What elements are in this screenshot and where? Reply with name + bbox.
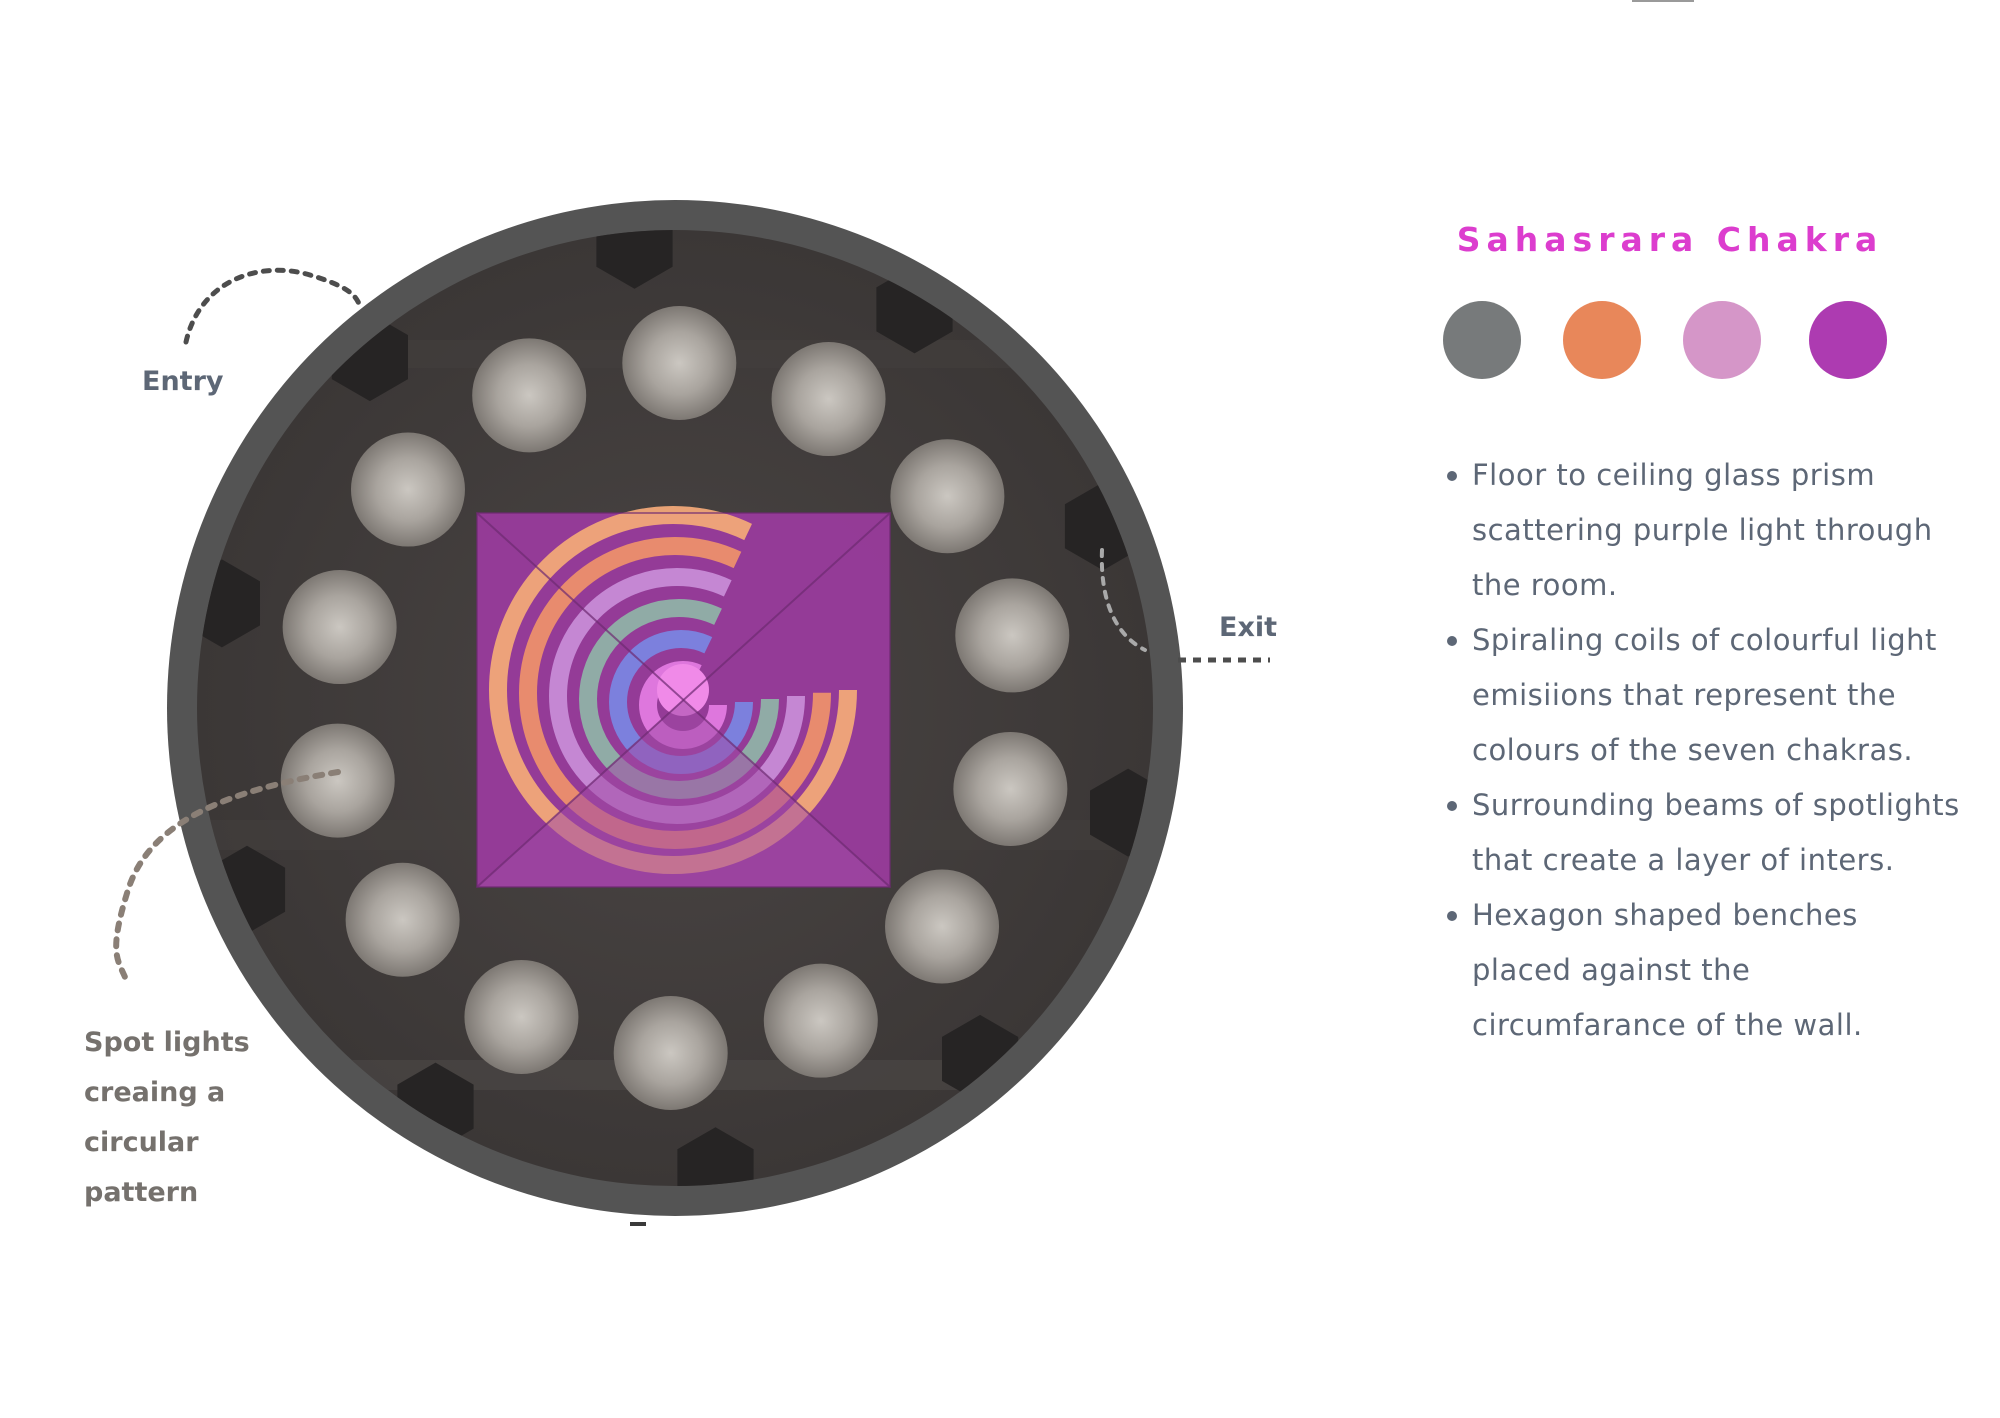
spotlight — [280, 723, 395, 838]
spotlight — [350, 432, 465, 547]
spotlight-connector — [113, 769, 341, 988]
palette-swatch-pink — [1683, 301, 1761, 379]
entry-label: Entry — [142, 366, 224, 397]
spotlight — [613, 995, 728, 1110]
spotlight — [345, 862, 460, 977]
palette-swatch-grey — [1443, 301, 1521, 379]
exit-connector — [1099, 548, 1147, 652]
palette-swatch-orange — [1563, 301, 1641, 379]
spotlight — [885, 869, 1000, 984]
feature-item: Surrounding beams of spotlights that cre… — [1444, 778, 1964, 888]
spotlight — [771, 342, 886, 457]
hexagon-bench — [677, 1127, 754, 1186]
entry-connector — [183, 267, 365, 345]
spotlight — [472, 338, 587, 453]
spotlight — [464, 959, 579, 1074]
spotlight — [955, 578, 1070, 693]
spotlight — [890, 439, 1005, 554]
spotlight — [282, 570, 397, 685]
glass-prism — [476, 506, 891, 888]
feature-item: Floor to ceiling glass prism scattering … — [1444, 448, 1964, 613]
feature-item: Spiraling coils of colourful light emisi… — [1444, 613, 1964, 778]
feature-list: Floor to ceiling glass prism scattering … — [1444, 448, 1964, 1053]
spotlight — [763, 963, 878, 1078]
spiral-core — [657, 664, 709, 716]
spotlights-label: Spot lights creaing a circular pattern — [84, 1027, 250, 1208]
spotlight — [622, 306, 737, 421]
spotlights — [280, 306, 1070, 1110]
hexagon-bench — [596, 230, 673, 289]
feature-item: Hexagon shaped benches placed against th… — [1444, 888, 1964, 1053]
chakra-title: Sahasrara Chakra — [1456, 220, 1884, 259]
palette-swatch-purple — [1809, 301, 1887, 379]
exit-label: Exit — [1219, 612, 1278, 643]
spotlight — [953, 731, 1068, 846]
